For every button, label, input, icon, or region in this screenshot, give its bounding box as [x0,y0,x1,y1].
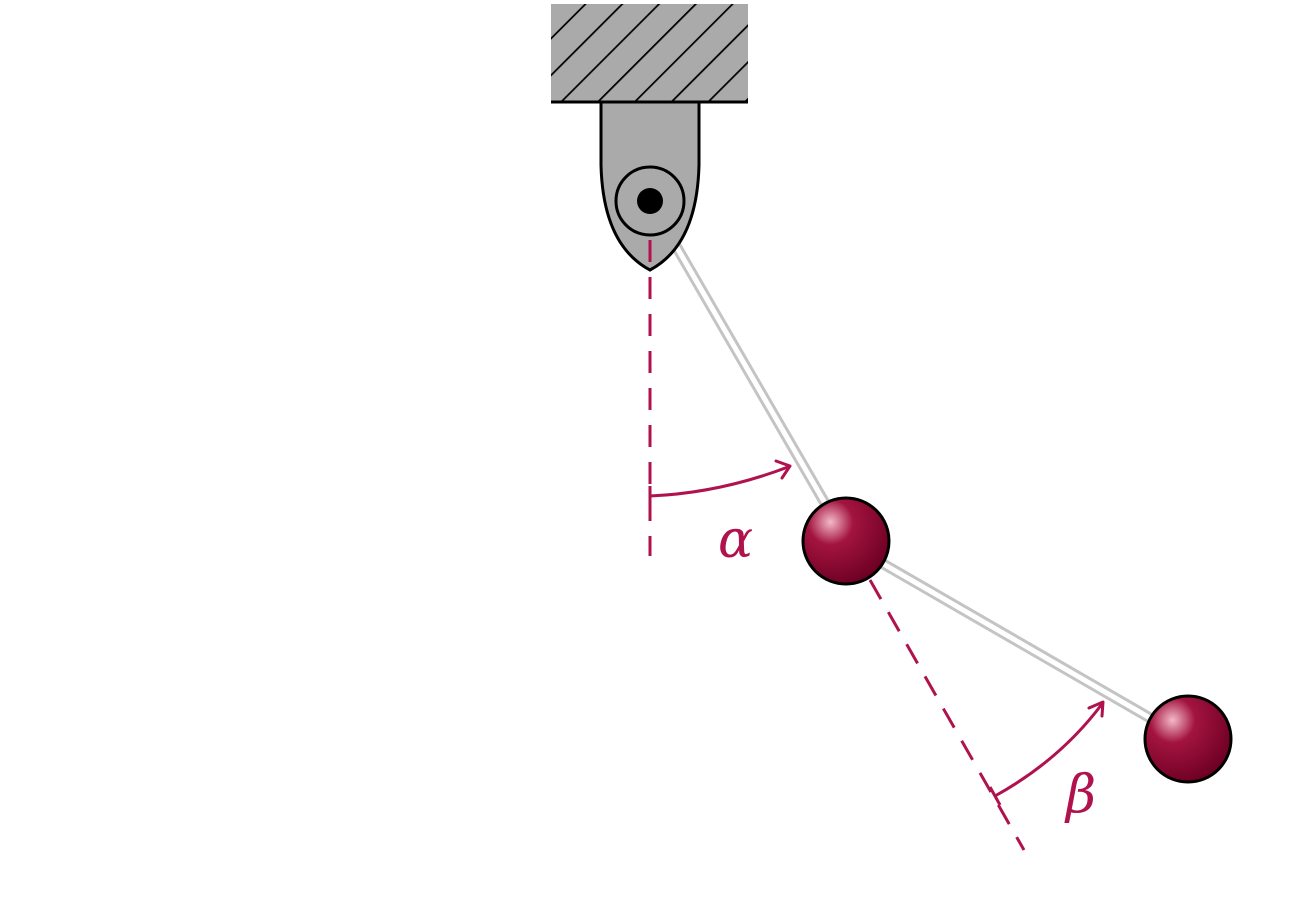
rod-extension-reference-line [868,579,1026,851]
lower-bob [1143,694,1233,784]
lower-rod [874,556,1156,724]
ceiling-block [551,4,748,104]
alpha-angle-arc [648,459,792,506]
alpha-label: α [718,510,753,570]
beta-label: β [1064,765,1096,825]
pivot-mount [599,100,701,272]
beta-angle-arc [988,700,1105,806]
upper-rod [644,195,839,523]
upper-bob [801,496,891,586]
pivot-pin [637,188,663,214]
